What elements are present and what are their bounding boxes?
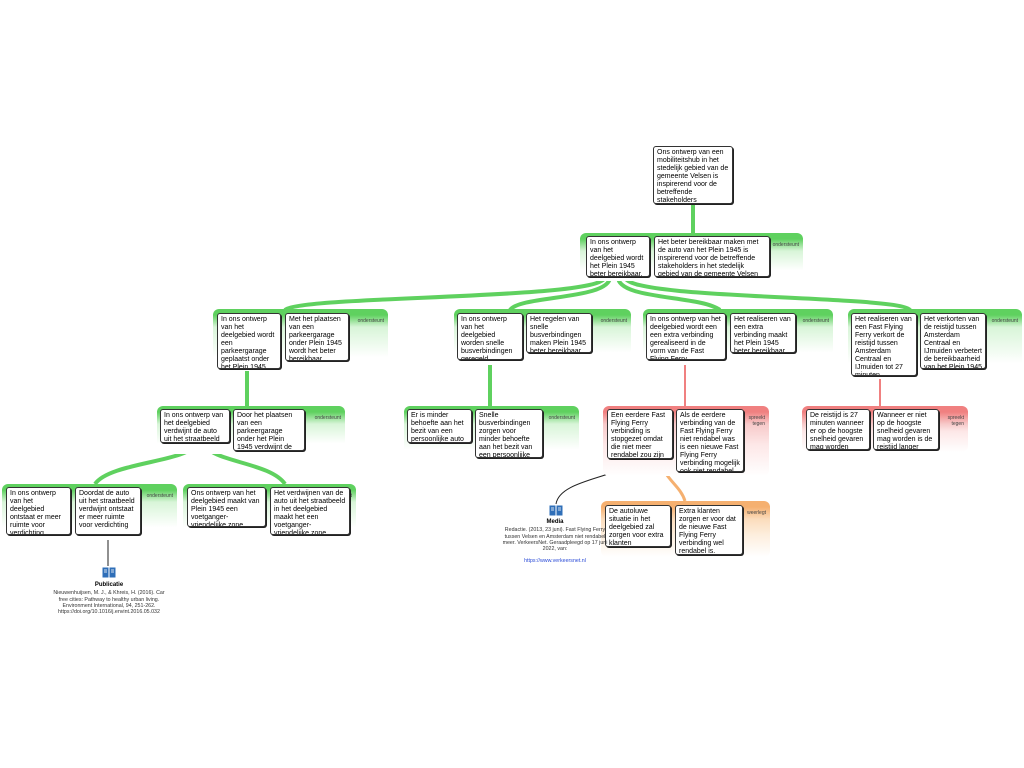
- claim-text: In ons ontwerp van het deelgebied ontsta…: [10, 490, 61, 535]
- reason-text: Door het plaatsen van een parkeergarage …: [237, 412, 293, 451]
- level2-reason-box-ferry[interactable]: Het realiseren van een extra verbinding …: [730, 313, 796, 353]
- level4-reason-box-pedestrian[interactable]: Het verdwijnen van de auto uit het straa…: [270, 487, 350, 535]
- level2-claim-box-ferry[interactable]: In ons ontwerp van het deelgebied wordt …: [646, 313, 726, 360]
- level2-reason-box-parking[interactable]: Met het plaatsen van een parkeergarage o…: [285, 313, 349, 361]
- level3-reason-box-ferrystopped[interactable]: Als de eerdere verbinding van de Fast Fl…: [676, 409, 744, 472]
- claim-text: Ons ontwerp van het deelgebied maakt van…: [191, 490, 260, 527]
- media-reference[interactable]: Media Redactie. (2013, 23 juni). Fast Fl…: [502, 519, 608, 565]
- level1-claim-text: In ons ontwerp van het deelgebied wordt …: [590, 239, 644, 277]
- claim-text: In ons ontwerp van het deelgebied verdwi…: [164, 412, 224, 443]
- claim-text: Het realiseren van een Fast Flying Ferry…: [855, 316, 912, 376]
- reference-title: Publicatie: [94, 582, 124, 588]
- level2-claim-box-bus[interactable]: In ons ontwerp van het deelgebied worden…: [457, 313, 523, 360]
- level4-claim-box-densification[interactable]: In ons ontwerp van het deelgebied ontsta…: [6, 487, 71, 535]
- claim-text: In ons ontwerp van het deelgebied worden…: [461, 316, 513, 360]
- reason-text: Het realiseren van een extra verbinding …: [734, 316, 791, 353]
- reason-text: Het verdwijnen van de auto uit het straa…: [274, 490, 346, 535]
- level4-claim-box-customers[interactable]: De autoluwe situatie in het deelgebied z…: [605, 505, 671, 547]
- level4-claim-box-pedestrian[interactable]: Ons ontwerp van het deelgebied maakt van…: [187, 487, 266, 527]
- book-icon: [102, 567, 116, 578]
- level3-reason-box-ownership[interactable]: Snelle busverbindingen zorgen voor minde…: [475, 409, 543, 458]
- relation-tag: weerlegt: [747, 510, 766, 516]
- claim-text: Er is minder behoefte aan het bezit van …: [411, 412, 464, 443]
- claim-text: In ons ontwerp van het deelgebied wordt …: [221, 316, 275, 369]
- reason-text: Het regelen van snelle busverbindingen m…: [530, 316, 587, 353]
- claim-text: De reistijd is 27 minuten wanneer er op …: [810, 412, 864, 450]
- level2-reason-box-traveltime[interactable]: Het verkorten van de reistijd tussen Ams…: [920, 313, 986, 369]
- reason-text: Met het plaatsen van een parkeergarage o…: [289, 316, 342, 361]
- reference-link[interactable]: https://www.verkeersnet.nl: [524, 558, 586, 565]
- level2-claim-box-traveltime[interactable]: Het realiseren van een Fast Flying Ferry…: [851, 313, 917, 376]
- level1-claim-box[interactable]: In ons ontwerp van het deelgebied wordt …: [586, 236, 650, 277]
- reason-text: Wanneer er niet op de hoogste snelheid g…: [877, 412, 933, 450]
- reason-text: Als de eerdere verbinding van de Fast Fl…: [680, 412, 740, 472]
- level2-claim-box-parking[interactable]: In ons ontwerp van het deelgebied wordt …: [217, 313, 281, 369]
- root-claim-text: Ons ontwerp van een mobiliteitshub in he…: [657, 149, 729, 204]
- reason-text: Doordat de auto uit het straatbeeld verd…: [79, 490, 135, 529]
- level3-reason-box-nocar[interactable]: Door het plaatsen van een parkeergarage …: [233, 409, 305, 451]
- reason-text: Snelle busverbindingen zorgen voor minde…: [479, 412, 533, 458]
- relation-tag: ondersteunt: [357, 318, 384, 324]
- level3-reason-box-topspeed[interactable]: Wanneer er niet op de hoogste snelheid g…: [873, 409, 939, 450]
- relation-tag: ondersteunt: [548, 415, 575, 421]
- reference-title: Media: [546, 519, 564, 525]
- relation-tag: ondersteunt: [314, 415, 341, 421]
- claim-text: De autoluwe situatie in het deelgebied z…: [609, 508, 664, 547]
- level3-claim-box-ownership[interactable]: Er is minder behoefte aan het bezit van …: [407, 409, 472, 443]
- claim-text: Een eerdere Fast Flying Ferry verbinding…: [611, 412, 666, 459]
- level1-reason-text: Het beter bereikbaar maken met de auto v…: [658, 239, 759, 277]
- relation-tag: ondersteunt: [146, 493, 173, 499]
- reference-text: Nieuwenhuijsen, M. J., & Khreis, H. (201…: [53, 590, 165, 616]
- publication-reference[interactable]: Publicatie Nieuwenhuijsen, M. J., & Khre…: [50, 582, 168, 615]
- level1-reason-box[interactable]: Het beter bereikbaar maken met de auto v…: [654, 236, 770, 277]
- book-icon: [549, 505, 563, 516]
- relation-tag: ondersteunt: [772, 242, 799, 248]
- level4-reason-box-customers[interactable]: Extra klanten zorgen er voor dat de nieu…: [675, 505, 743, 555]
- level3-claim-box-ferrystopped[interactable]: Een eerdere Fast Flying Ferry verbinding…: [607, 409, 673, 459]
- level4-reason-box-densification[interactable]: Doordat de auto uit het straatbeeld verd…: [75, 487, 141, 535]
- relation-tag: ondersteunt: [600, 318, 627, 324]
- reason-text: Het verkorten van de reistijd tussen Ams…: [924, 316, 982, 369]
- relation-tag: ondersteunt: [991, 318, 1018, 324]
- level2-reason-box-bus[interactable]: Het regelen van snelle busverbindingen m…: [526, 313, 592, 353]
- claim-text: In ons ontwerp van het deelgebied wordt …: [650, 316, 721, 360]
- reason-text: Extra klanten zorgen er voor dat de nieu…: [679, 508, 736, 555]
- root-claim-box[interactable]: Ons ontwerp van een mobiliteitshub in he…: [653, 146, 733, 204]
- reference-text: Redactie. (2013, 23 juni). Fast Flying F…: [502, 527, 608, 553]
- relation-tag: ondersteunt: [802, 318, 829, 324]
- level3-claim-box-nocar[interactable]: In ons ontwerp van het deelgebied verdwi…: [160, 409, 230, 443]
- level3-claim-box-topspeed[interactable]: De reistijd is 27 minuten wanneer er op …: [806, 409, 870, 450]
